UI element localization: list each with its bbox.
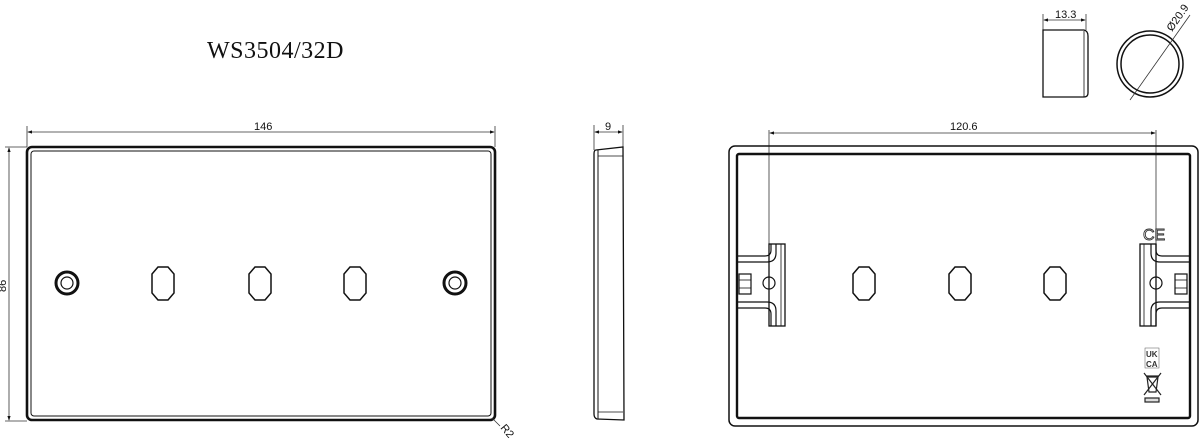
plate-outline [25,145,497,422]
width-dimension: 146 [26,121,496,147]
corner-radius-label: R2 [498,422,516,438]
back-outer-outline [728,145,1199,427]
weee-bin-icon [1143,372,1162,403]
screw-hole-left [54,270,80,296]
height-dimension: 86 [0,146,27,422]
screw-hole-right [442,270,468,296]
dimmer-cutout-1 [151,266,175,301]
front-view: 146 86 R2 [0,121,516,438]
ukca-mark-icon: UK CA [1144,347,1160,369]
depth-dim-label: 9 [605,121,611,133]
back-inner-outline [735,152,1192,420]
svg-text:UK: UK [1146,350,1158,359]
fixing-lug-right [1139,243,1190,327]
plate-inner-edge [30,150,492,417]
side-view: 9 [593,121,625,421]
back-view: 120.6 [728,121,1199,427]
dimmer-cutout-3 [343,266,367,301]
back-dimmer-cutout-1 [852,266,876,301]
ce-mark-icon: CE [1143,227,1165,244]
dimmer-cutout-2 [248,266,272,301]
product-code-title: WS3504/32D [207,38,344,64]
knob-height-dim-label: 13.3 [1055,9,1076,21]
height-dim-label: 86 [0,280,9,292]
back-dimmer-cutout-3 [1043,266,1067,301]
fixing-centres-dim-label: 120.6 [950,121,978,133]
fixing-lug-left [737,243,786,327]
svg-text:CA: CA [1146,360,1158,369]
width-dim-label: 146 [254,121,272,133]
knob-side-view: 13.3 [1042,9,1089,98]
knob-front-view: Ø20.9 [1116,2,1192,101]
back-dimmer-cutout-2 [948,266,972,301]
